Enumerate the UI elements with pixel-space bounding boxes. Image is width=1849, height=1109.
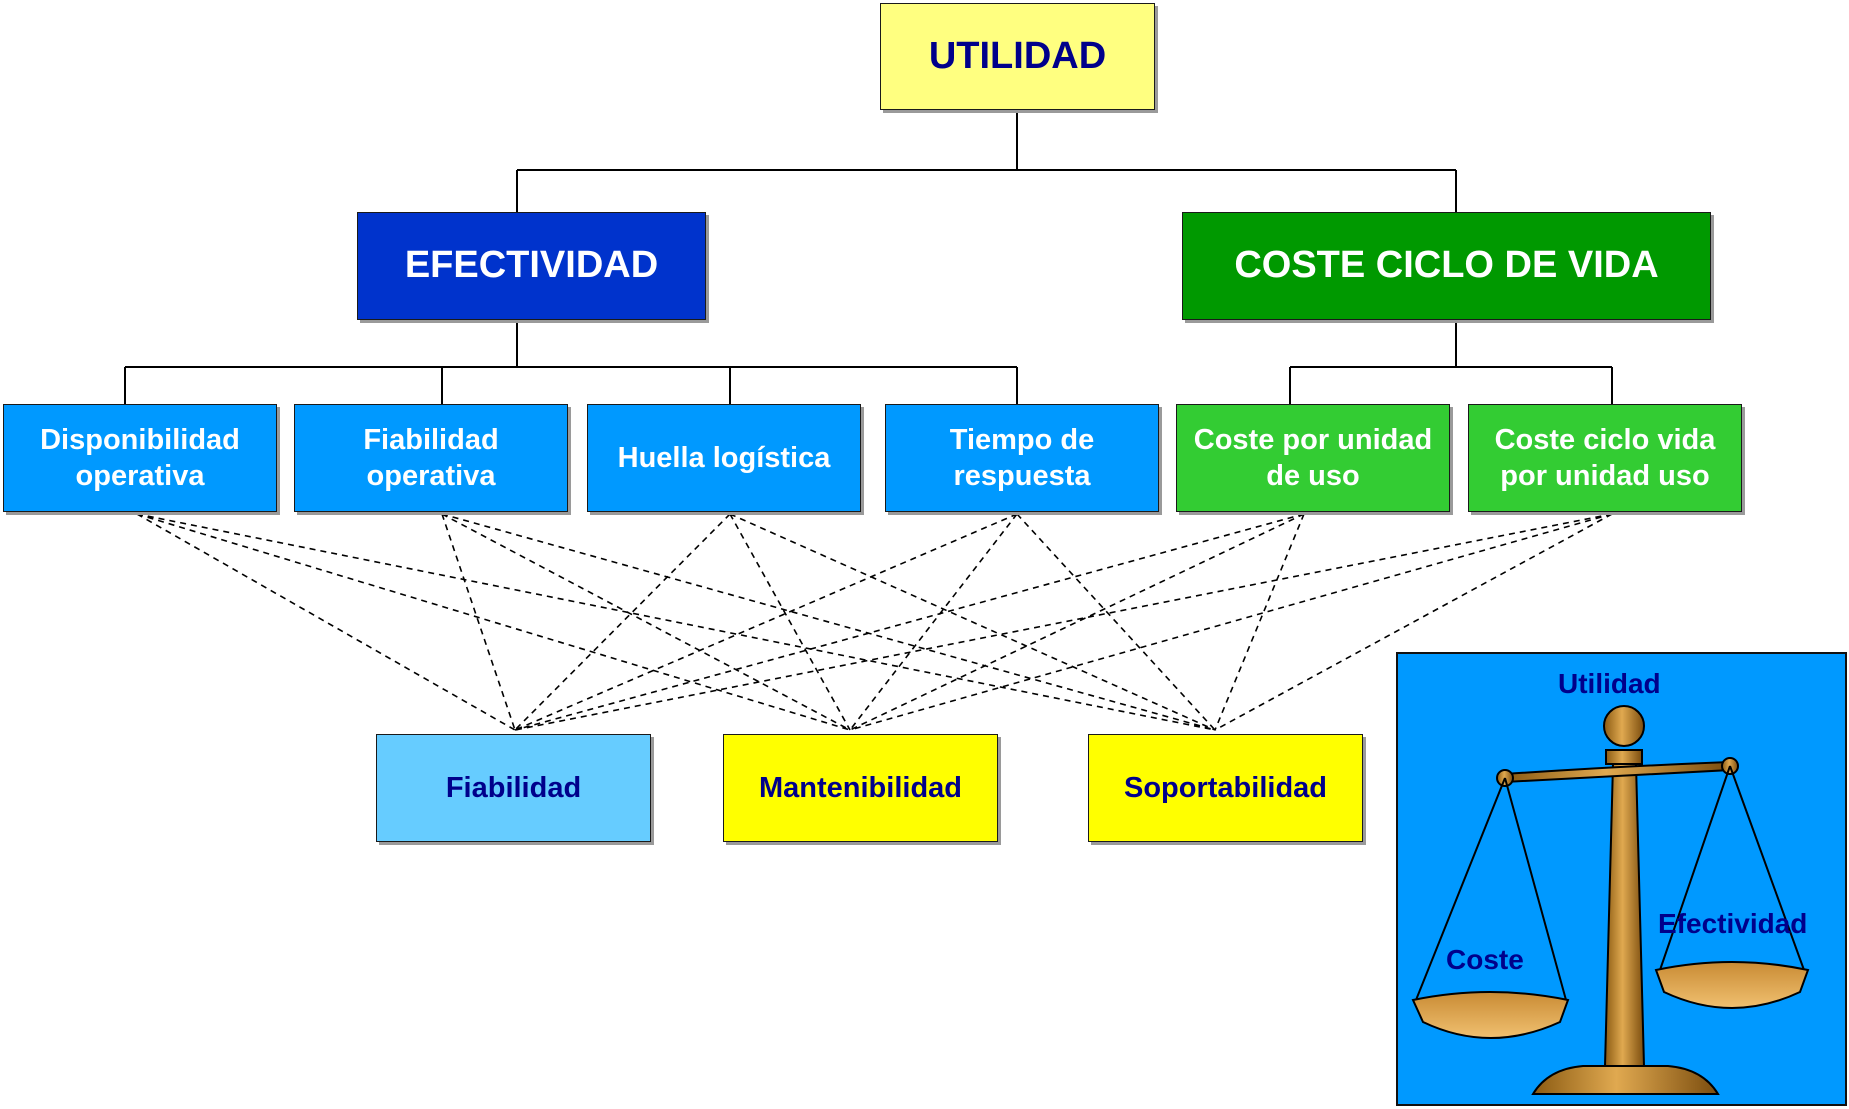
soportabilidad-node: Soportabilidad	[1088, 734, 1363, 842]
fiabilidad-operativa-node: Fiabilidad operativa	[294, 404, 568, 512]
scale-coste-label: Coste	[1446, 944, 1524, 975]
coste-ciclo-vida-node: COSTE CICLO DE VIDA	[1182, 212, 1711, 320]
scale-efectividad-label: Efectividad	[1658, 908, 1808, 939]
fiabilidad-operativa-label: Fiabilidad operativa	[363, 423, 499, 492]
coste-ciclo-vida-label: COSTE CICLO DE VIDA	[1234, 244, 1659, 287]
balance-scale-icon	[1411, 705, 1810, 1095]
balance-scale-panel: Utilidad Coste Efectividad	[1396, 652, 1847, 1106]
disponibilidad-operativa-label: Disponibilidad operativa	[40, 423, 240, 492]
fiabilidad-label: Fiabilidad	[445, 771, 582, 804]
coste-ciclo-vida-unidad-label: Coste ciclo vida por unidad uso	[1494, 423, 1716, 492]
coste-unidad-uso-label: Coste por unidad de uso	[1193, 423, 1433, 492]
utilidad-node: UTILIDAD	[880, 3, 1155, 110]
utilidad-label: UTILIDAD	[928, 34, 1107, 77]
disponibilidad-operativa-node: Disponibilidad operativa	[3, 404, 277, 512]
fiabilidad-node: Fiabilidad	[376, 734, 651, 842]
mantenibilidad-label: Mantenibilidad	[759, 771, 962, 804]
huella-logistica-node: Huella logística	[587, 404, 861, 512]
coste-unidad-uso-node: Coste por unidad de uso	[1176, 404, 1450, 512]
scale-utilidad-label: Utilidad	[1558, 668, 1661, 699]
efectividad-label: EFECTIVIDAD	[404, 244, 659, 287]
soportabilidad-label: Soportabilidad	[1124, 771, 1327, 804]
tiempo-respuesta-node: Tiempo de respuesta	[885, 404, 1159, 512]
coste-ciclo-vida-unidad-node: Coste ciclo vida por unidad uso	[1468, 404, 1742, 512]
tiempo-respuesta-label: Tiempo de respuesta	[949, 423, 1095, 492]
huella-logistica-label: Huella logística	[617, 441, 831, 474]
efectividad-node: EFECTIVIDAD	[357, 212, 706, 320]
mantenibilidad-node: Mantenibilidad	[723, 734, 998, 842]
